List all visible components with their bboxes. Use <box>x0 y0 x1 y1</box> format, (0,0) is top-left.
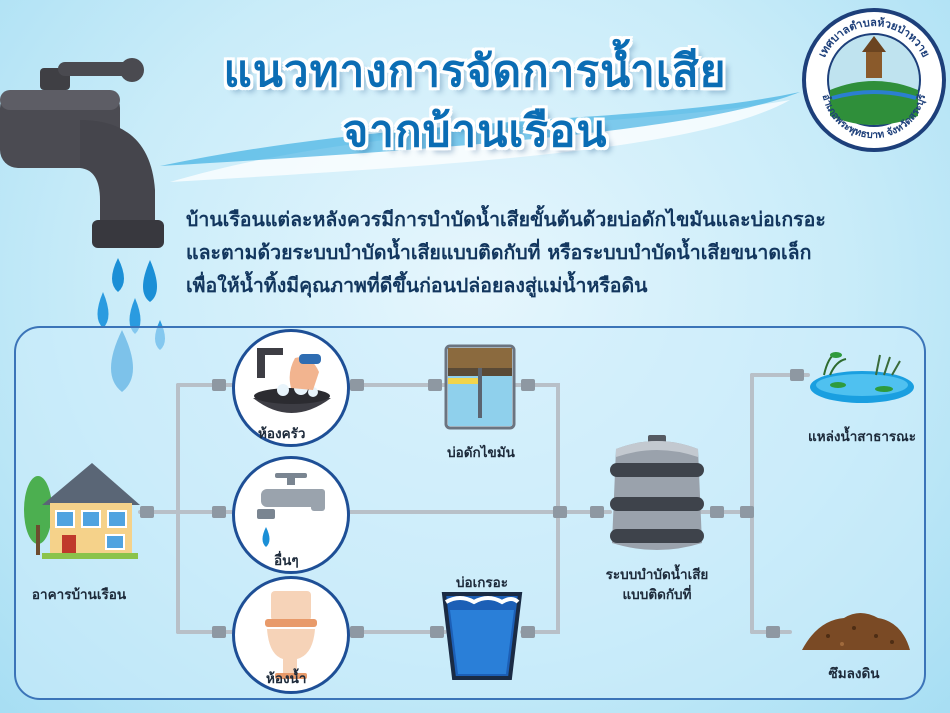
intro-line: เพื่อให้น้ำทิ้งมีคุณภาพที่ดีขึ้นก่อนปล่อ… <box>186 274 648 297</box>
other-circle <box>232 456 350 574</box>
bathroom-circle <box>232 576 350 694</box>
kitchen-circle <box>232 329 350 447</box>
municipality-seal-logo: เทศบาลตำบลห้วยป่าหวาย อำเภอพระพุทธบาท จั… <box>802 8 946 152</box>
intro-line: บ้านเรือนแต่ละหลังควรมีการบำบัดน้ำเสียขั… <box>186 208 826 231</box>
bathroom-label: ห้องน้ำ <box>266 671 307 687</box>
house-icon <box>24 463 140 559</box>
onsite-system-label-line1: ระบบบำบัดน้ำเสีย <box>605 567 709 583</box>
grease-trap-label: บ่อดักไขมัน <box>447 445 515 461</box>
intro-line: และตามด้วยระบบบำบัดน้ำเสียแบบติดกับที่ ห… <box>186 241 812 264</box>
onsite-treatment-tank-icon <box>610 435 704 550</box>
onsite-system-label-line2: แบบติดกับที่ <box>622 587 692 603</box>
toilet-icon <box>265 591 317 679</box>
faucet-drip-icon <box>257 473 325 547</box>
intro-text: บ้านเรือนแต่ละหลังควรมีการบำบัดน้ำเสียขั… <box>186 203 936 302</box>
sink-washing-icon <box>253 348 331 413</box>
grease-trap-icon <box>444 344 516 430</box>
wave-swoosh <box>160 92 800 182</box>
house-label: อาคารบ้านเรือน <box>31 587 127 603</box>
soil-label: ซึมลงดิน <box>828 666 880 682</box>
kitchen-label: ห้องครัว <box>258 426 306 442</box>
other-label: อื่นๆ <box>274 553 299 569</box>
septic-tank-icon <box>441 592 523 680</box>
septic-tank-label: บ่อเกรอะ <box>455 575 509 591</box>
page-title-line2: จากบ้านเรือน <box>342 106 608 157</box>
page-title-line1: แนวทางการจัดการน้ำเสีย <box>223 46 727 97</box>
pond-icon <box>810 352 914 403</box>
soil-pile-icon <box>802 613 910 650</box>
public-water-label: แหล่งน้ำสาธารณะ <box>808 429 916 445</box>
